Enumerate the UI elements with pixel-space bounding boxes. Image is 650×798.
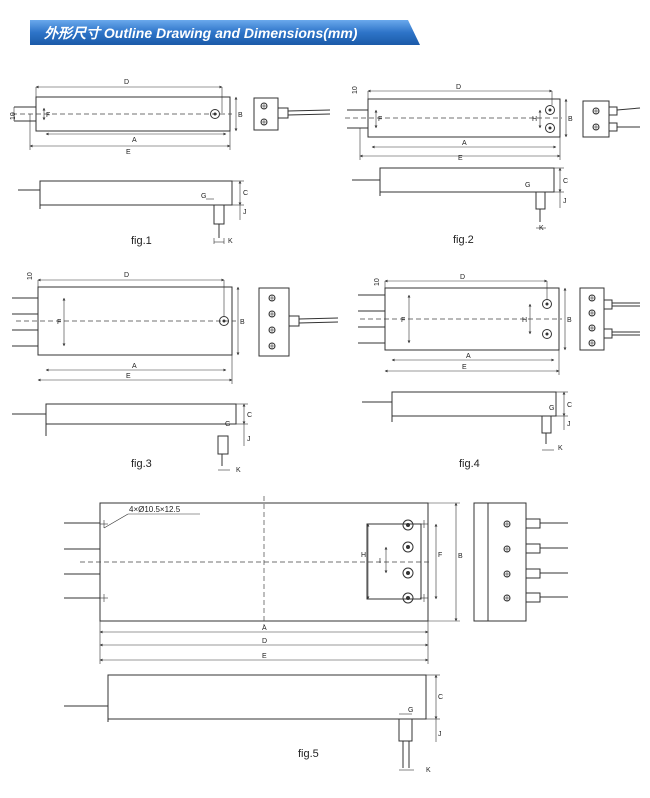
fig5-label-e: E — [262, 653, 267, 660]
fig5-label-b: B — [458, 553, 463, 560]
fig4-label-10: 10 — [374, 278, 381, 286]
fig3-label-g: G — [225, 421, 230, 428]
fig3-label-j: J — [247, 436, 251, 443]
fig5-label-i: I — [379, 558, 381, 565]
fig3-label-k: K — [236, 467, 241, 474]
fig4-label-f: F — [401, 317, 405, 324]
fig4-label-e: E — [462, 364, 467, 371]
fig2-label-f: F — [378, 116, 382, 123]
fig5-end-view — [473, 502, 568, 622]
fig5-label-k: K — [426, 767, 431, 774]
fig3-caption: fig.3 — [131, 458, 152, 470]
fig4-label-b: B — [567, 317, 572, 324]
fig2-label-e: E — [458, 155, 463, 162]
fig4-label-k: K — [558, 445, 563, 452]
fig4-label-j: J — [567, 421, 571, 428]
fig5-top-view: 4×Ø10.5×12.5 A D E H I F B — [64, 496, 463, 664]
fig5-label-c: C — [438, 694, 443, 701]
fig4-top-view: D A E B F H 10 — [358, 274, 572, 375]
fig2-label-10: 10 — [352, 86, 359, 94]
fig1-label-b: B — [238, 112, 243, 119]
fig2-end-view — [582, 100, 641, 138]
fig2-top-view: D A E B F H 10 — [345, 84, 573, 162]
fig3-label-a: A — [132, 363, 137, 370]
fig2-label-d: D — [456, 84, 461, 91]
fig1-label-a: A — [132, 137, 137, 144]
fig3-end-view — [258, 287, 339, 357]
fig5-label-a: A — [262, 625, 267, 632]
fig1-label-e: E — [126, 149, 131, 156]
fig1-top-view: D A E B F 10 — [10, 79, 243, 156]
fig4-label-d: D — [460, 274, 465, 281]
fig5-label-h: H — [361, 552, 366, 559]
fig3-side-view: C G J K — [12, 403, 252, 474]
fig4-caption: fig.4 — [459, 458, 480, 470]
fig4-drawing: D A E B F H 10 — [358, 274, 640, 470]
fig5-label-d: D — [262, 638, 267, 645]
fig5-label-g: G — [408, 707, 413, 714]
fig3-label-10: 10 — [27, 272, 34, 280]
fig2-label-h: H — [532, 116, 537, 123]
header-banner — [30, 20, 420, 45]
fig1-side-view: C G J K — [18, 180, 248, 245]
fig1-end-view — [253, 97, 331, 131]
fig3-label-f: F — [57, 319, 61, 326]
fig4-label-g: G — [549, 405, 554, 412]
fig1-label-c: C — [243, 190, 248, 197]
fig2-label-a: A — [462, 140, 467, 147]
fig4-side-view: C G J K — [362, 391, 572, 452]
fig2-label-g: G — [525, 182, 530, 189]
fig1-label-j: J — [243, 209, 247, 216]
fig3-label-b: B — [240, 319, 245, 326]
fig1-label-k: K — [228, 238, 233, 245]
fig2-drawing: D A E B F H 10 — [345, 84, 641, 246]
fig5-label-f: F — [438, 552, 442, 559]
fig2-label-c: C — [563, 178, 568, 185]
fig5-side-view: C G J K — [64, 674, 443, 774]
fig1-label-d: D — [124, 79, 129, 86]
header-title: 外形尺寸 Outline Drawing and Dimensions(mm) — [44, 25, 358, 41]
fig2-caption: fig.2 — [453, 234, 474, 246]
fig3-drawing: D A E B F 10 — [12, 272, 339, 474]
fig4-label-h: H — [522, 317, 527, 324]
fig5-label-j: J — [438, 731, 442, 738]
fig1-drawing: D A E B F 10 — [10, 79, 331, 247]
fig4-end-view — [579, 287, 640, 351]
fig2-side-view: C G J K — [352, 167, 568, 232]
section-header: 外形尺寸 Outline Drawing and Dimensions(mm) — [30, 20, 420, 45]
fig3-label-d: D — [124, 272, 129, 279]
fig3-label-c: C — [247, 412, 252, 419]
fig3-top-view: D A E B F 10 — [12, 272, 245, 384]
fig2-label-j: J — [563, 198, 567, 205]
fig2-label-k: K — [539, 225, 544, 232]
fig2-label-b: B — [568, 116, 573, 123]
fig1-label-f: F — [46, 112, 50, 119]
fig5-drawing: 4×Ø10.5×12.5 A D E H I F B — [64, 496, 568, 774]
fig1-label-10: 10 — [10, 112, 17, 120]
fig5-label-hole-spec: 4×Ø10.5×12.5 — [129, 505, 181, 514]
fig5-caption: fig.5 — [298, 748, 319, 760]
fig1-caption: fig.1 — [131, 235, 152, 247]
fig4-label-a: A — [466, 353, 471, 360]
fig1-label-g: G — [201, 193, 206, 200]
fig3-label-e: E — [126, 373, 131, 380]
fig4-label-c: C — [567, 402, 572, 409]
